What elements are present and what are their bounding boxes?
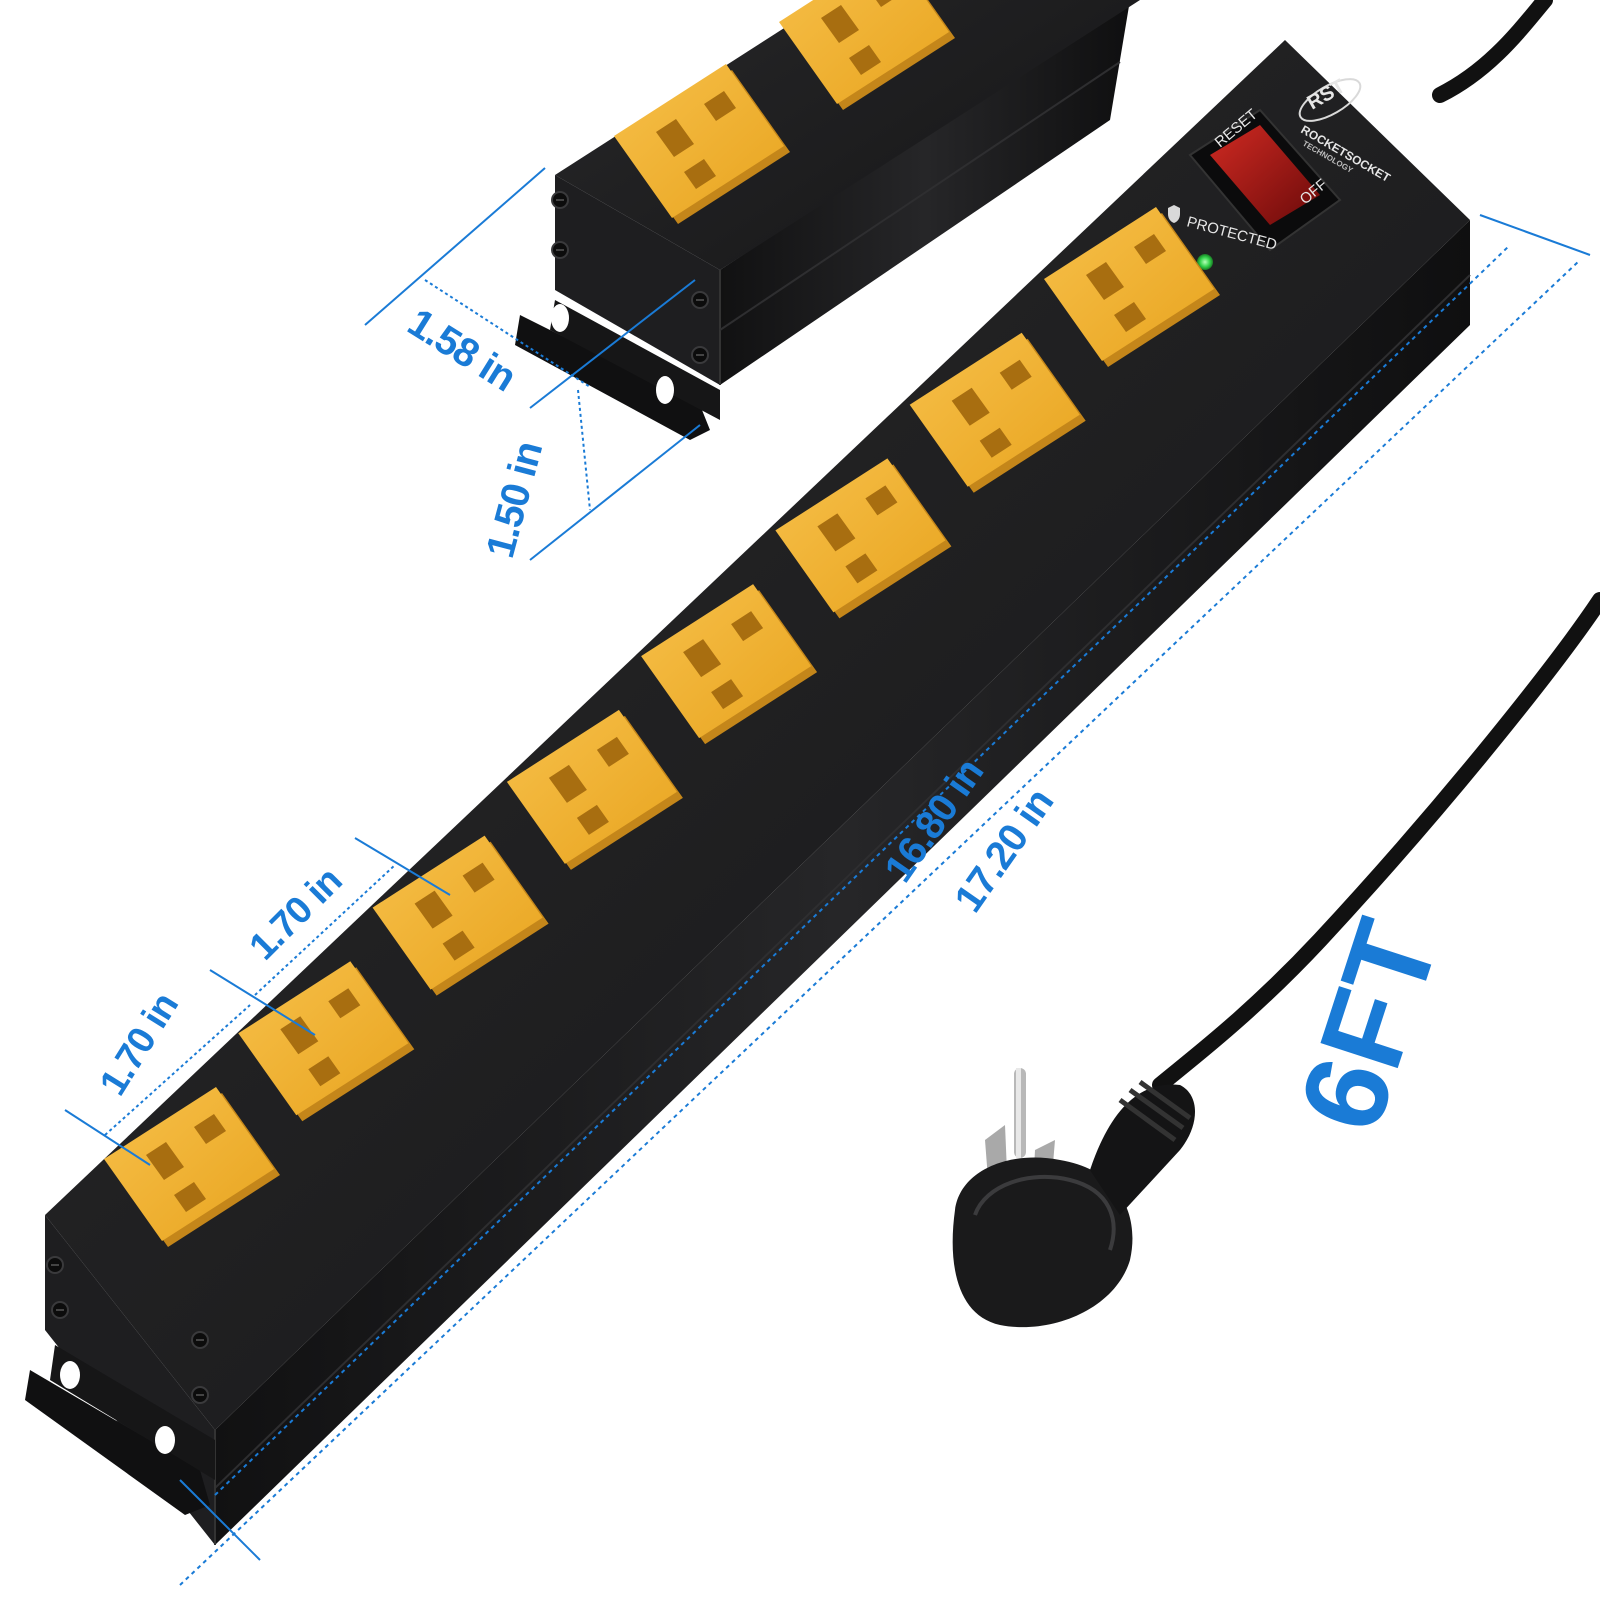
power-switch[interactable] xyxy=(1210,125,1320,225)
switch-panel: RESET OFF xyxy=(1188,106,1342,252)
power-strip-main: RESET OFF RST ROCKETSOCKET TECHNOLOGY PR… xyxy=(25,40,1471,1545)
shield-icon xyxy=(1168,205,1180,223)
power-strip-end-view xyxy=(515,0,1140,440)
spacing-extension-line-c xyxy=(354,837,451,896)
height-extension-line xyxy=(529,424,701,561)
spacing-dimension-line-1 xyxy=(104,1004,251,1136)
indicator-light xyxy=(1197,254,1213,270)
spacing-label-1: 1.70 in xyxy=(92,986,187,1103)
height-dimension-line xyxy=(577,389,591,511)
dimension-lines xyxy=(64,167,1591,1586)
width-dimension-line xyxy=(424,279,591,388)
length-extension-line-a xyxy=(179,1479,261,1561)
plug xyxy=(952,1068,1195,1328)
width-label: 1.58 in xyxy=(400,300,523,400)
spacing-extension-line-b xyxy=(209,969,316,1036)
spacing-extension-line-a xyxy=(64,1109,151,1166)
power-cord xyxy=(1152,0,1600,1093)
spacing-dimension-line-2 xyxy=(254,864,396,996)
width-extension-line-a xyxy=(364,167,546,326)
length-dimension-line-outer xyxy=(179,259,1581,1586)
height-label: 1.50 in xyxy=(478,437,551,562)
length-extension-line-b xyxy=(1479,214,1591,256)
width-extension-line-b xyxy=(529,279,696,409)
length-dimension-line-inner xyxy=(214,244,1511,1496)
cord-length-label: 6FT xyxy=(1274,906,1464,1146)
